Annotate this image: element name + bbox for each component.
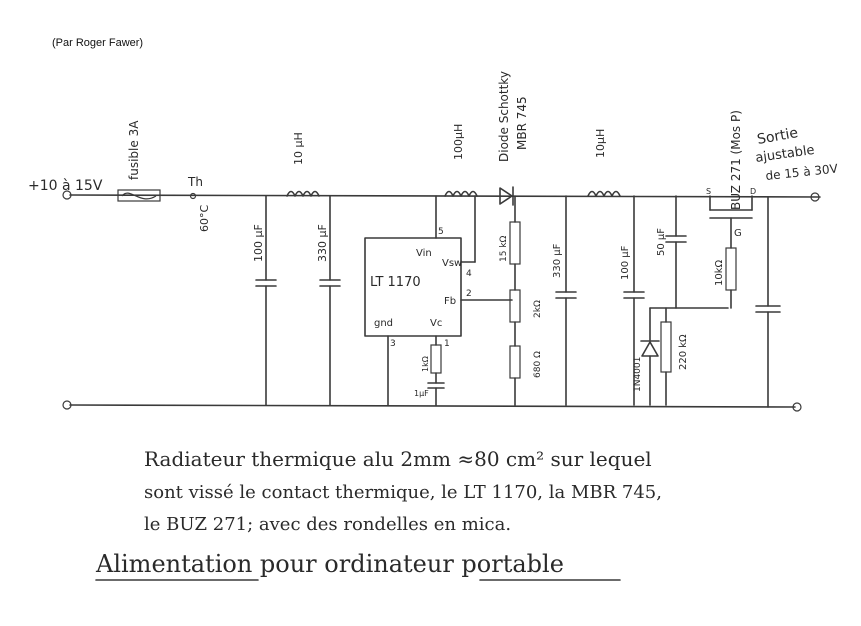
pin-3: 3 <box>390 339 396 349</box>
source-pin-label: S <box>706 187 711 196</box>
ic-name: LT 1170 <box>370 275 421 290</box>
ic-gnd: gnd <box>374 318 393 329</box>
mosfet-label: BUZ 271 (Mos P) <box>729 110 743 210</box>
capacitor-5 <box>649 195 729 309</box>
note-line-1: Radiateur thermique alu 2mm ≈80 cm² sur … <box>144 447 652 471</box>
diagram-title: Alimentation pour ordinateur portable <box>95 550 564 578</box>
cap4-label: 100 µF <box>620 245 631 280</box>
inductor-3 <box>587 190 621 197</box>
c-comp-label: 1µF <box>414 389 429 398</box>
mosfet-buz271 <box>709 195 753 309</box>
pin-4: 4 <box>466 269 472 279</box>
pin-5: 5 <box>438 227 444 237</box>
schottky-diode <box>499 186 514 206</box>
cap1-label: 100 µF <box>252 224 265 262</box>
cap5-label: 50 µF <box>656 228 667 256</box>
output-label-1: Sortie <box>756 125 799 148</box>
gate-pin-label: G <box>734 228 742 239</box>
diode-label-1: Diode Schottky <box>497 71 511 162</box>
output-label-3: de 15 à 30V <box>765 161 839 183</box>
r-gate-label: 10kΩ <box>714 259 725 286</box>
zener-and-resistor <box>640 307 672 406</box>
inductor-2 <box>444 190 478 197</box>
ic-vin: Vin <box>416 248 432 259</box>
output-capacitor <box>755 196 781 408</box>
r-220-label: 220 kΩ <box>678 334 689 370</box>
inductor1-label: 10 µH <box>292 132 305 165</box>
input-label: +10 à 15V <box>28 178 103 194</box>
ic-fb: Fb <box>444 296 456 307</box>
lt1170-ic <box>364 195 513 406</box>
capacitor-1 <box>255 195 277 406</box>
pin-2: 2 <box>466 289 472 299</box>
note-line-3: le BUZ 271; avec des rondelles en mica. <box>144 514 511 535</box>
drain-pin-label: D <box>750 187 756 196</box>
cap2-label: 330 µF <box>316 224 329 262</box>
fuse <box>117 189 161 202</box>
fuse-label: fusible 3A <box>127 120 141 180</box>
author-credit: (Par Roger Fawer) <box>52 37 144 49</box>
note-line-2: sont vissé le contact thermique, le LT 1… <box>144 482 662 503</box>
ic-vsw: Vsw <box>442 258 462 269</box>
r-comp-label: 1kΩ <box>421 356 430 372</box>
thermal-temp: 60°C <box>198 205 211 232</box>
capacitor-2 <box>319 195 341 406</box>
inductor-1 <box>286 190 320 197</box>
inductor2-label: 100µH <box>452 124 465 160</box>
pot-label: 2kΩ <box>533 300 543 318</box>
thermal-label: Th <box>187 175 203 189</box>
r2-label: 680 Ω <box>533 351 543 378</box>
zener-label: 1N4001 <box>633 357 643 392</box>
capacitor-4 <box>623 195 645 406</box>
cap3-label: 330 µF <box>552 243 563 278</box>
pin-1: 1 <box>444 339 450 349</box>
feedback-divider <box>509 195 521 406</box>
diode-label-2: MBR 745 <box>515 96 529 150</box>
thermal-switch <box>189 192 197 200</box>
ic-vc: Vc <box>430 318 442 329</box>
r1-label: 15 kΩ <box>499 235 509 262</box>
power-rails <box>62 190 821 412</box>
inductor3-label: 10µH <box>594 129 607 158</box>
capacitor-3 <box>555 195 577 406</box>
